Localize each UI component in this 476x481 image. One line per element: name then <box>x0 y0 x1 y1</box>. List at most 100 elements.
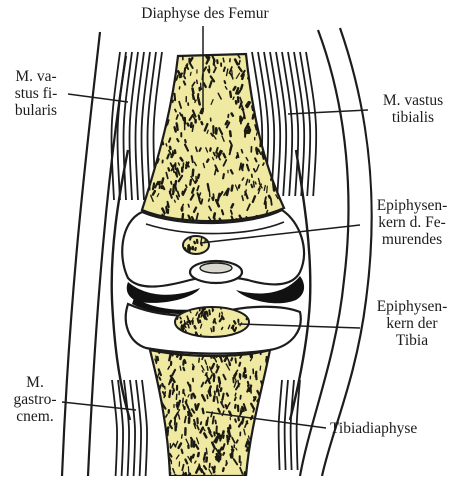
label-tibia-epiphysis: Epiphysen- kern der Tibia <box>362 298 462 349</box>
spongiosa-trabecula <box>190 413 191 416</box>
spongiosa-trabecula <box>161 469 163 473</box>
spongiosa-trabecula <box>274 150 277 154</box>
spongiosa-trabecula <box>158 434 160 438</box>
spongiosa-trabecula <box>259 457 260 459</box>
spongiosa-trabecula <box>209 199 210 201</box>
spongiosa-trabecula <box>201 422 202 424</box>
spongiosa-trabecula <box>149 160 152 166</box>
spongiosa-trabecula <box>158 357 159 360</box>
spongiosa-trabecula <box>198 98 200 105</box>
spongiosa-trabecula <box>274 172 275 178</box>
spongiosa-trabecula <box>265 86 267 92</box>
spongiosa-trabecula <box>262 467 263 471</box>
spongiosa-trabecula <box>269 196 270 198</box>
spongiosa-trabecula <box>162 78 164 83</box>
spongiosa-trabecula <box>166 207 167 212</box>
spongiosa-trabecula <box>223 174 224 178</box>
spongiosa-trabecula <box>262 409 263 413</box>
spongiosa-trabecula <box>252 446 254 449</box>
spongiosa-trabecula <box>270 358 271 362</box>
spongiosa-trabecula <box>183 398 184 402</box>
spongiosa-trabecula <box>214 374 215 377</box>
spongiosa-trabecula <box>238 381 239 387</box>
spongiosa-trabecula <box>177 123 178 130</box>
spongiosa-trabecula <box>199 115 200 119</box>
spongiosa-trabecula <box>222 316 224 319</box>
spongiosa-trabecula <box>215 421 216 424</box>
spongiosa-trabecula <box>230 146 231 151</box>
spongiosa-trabecula <box>191 457 192 461</box>
spongiosa-trabecula <box>217 386 218 392</box>
spongiosa-trabecula <box>193 394 195 397</box>
spongiosa-trabecula <box>216 457 217 460</box>
spongiosa-trabecula <box>160 89 161 94</box>
spongiosa-trabecula <box>210 148 211 150</box>
spongiosa-trabecula <box>151 378 152 381</box>
spongiosa-trabecula <box>242 178 243 180</box>
spongiosa-trabecula <box>174 445 175 447</box>
spongiosa-trabecula <box>244 373 245 377</box>
spongiosa-trabecula <box>191 321 192 323</box>
spongiosa-trabecula <box>152 456 154 461</box>
spongiosa-trabecula <box>276 167 278 169</box>
spongiosa-trabecula <box>162 141 163 144</box>
spongiosa-trabecula <box>181 322 182 323</box>
spongiosa-trabecula <box>207 395 208 398</box>
spongiosa-trabecula <box>269 426 270 432</box>
muscle-fiber <box>279 380 282 470</box>
spongiosa-trabecula <box>251 449 252 451</box>
spongiosa-trabecula <box>194 242 195 243</box>
spongiosa-trabecula <box>161 424 162 426</box>
spongiosa-trabecula <box>257 472 258 475</box>
spongiosa-trabecula <box>180 317 181 318</box>
spongiosa-trabecula <box>154 421 155 424</box>
spongiosa-trabecula <box>164 80 165 83</box>
spongiosa-trabecula <box>288 179 289 183</box>
spongiosa-trabecula <box>256 149 257 154</box>
spongiosa-trabecula <box>186 330 187 332</box>
spongiosa-trabecula <box>198 175 199 178</box>
spongiosa-trabecula <box>247 389 248 392</box>
spongiosa-trabecula <box>218 409 220 412</box>
spongiosa-trabecula <box>170 454 172 457</box>
spongiosa-trabecula <box>153 183 154 189</box>
spongiosa-trabecula <box>175 110 176 112</box>
spongiosa-trabecula <box>162 186 163 188</box>
label-gastrocnemius: M. gastro- cnem. <box>4 374 66 425</box>
spongiosa-trabecula <box>180 113 181 116</box>
spongiosa-trabecula <box>150 381 151 383</box>
spongiosa-trabecula <box>282 165 283 167</box>
spongiosa-trabecula <box>181 158 183 161</box>
spongiosa-trabecula <box>167 88 169 95</box>
spongiosa-trabecula <box>281 95 282 98</box>
spongiosa-trabecula <box>184 393 185 396</box>
spongiosa-trabecula <box>187 316 188 318</box>
spongiosa-trabecula <box>183 328 184 329</box>
spongiosa-trabecula <box>175 94 176 100</box>
spongiosa-trabecula <box>258 454 260 458</box>
spongiosa-trabecula <box>257 446 258 452</box>
muscle-fiber <box>136 380 141 476</box>
spongiosa-trabecula <box>231 210 232 214</box>
spongiosa-trabecula <box>253 409 254 412</box>
spongiosa-trabecula <box>162 112 164 115</box>
spongiosa-trabecula <box>155 77 156 83</box>
spongiosa-trabecula <box>166 144 167 146</box>
spongiosa-trabecula <box>154 78 157 83</box>
spongiosa-trabecula <box>214 153 215 156</box>
spongiosa-trabecula <box>223 453 224 455</box>
spongiosa-trabecula <box>247 422 248 424</box>
spongiosa-trabecula <box>162 384 163 387</box>
spongiosa-trabecula <box>246 442 248 447</box>
muscle-fiber <box>124 380 129 476</box>
spongiosa-trabecula <box>290 57 292 60</box>
spongiosa-trabecula <box>176 169 177 176</box>
spongiosa-trabecula <box>207 312 208 316</box>
spongiosa-trabecula <box>192 188 194 192</box>
spongiosa-trabecula <box>204 434 206 438</box>
spongiosa-trabecula <box>183 324 185 328</box>
spongiosa-trabecula <box>250 456 253 462</box>
spongiosa-trabecula <box>254 397 255 399</box>
spongiosa-trabecula <box>195 180 197 182</box>
spongiosa-trabecula <box>213 417 214 424</box>
